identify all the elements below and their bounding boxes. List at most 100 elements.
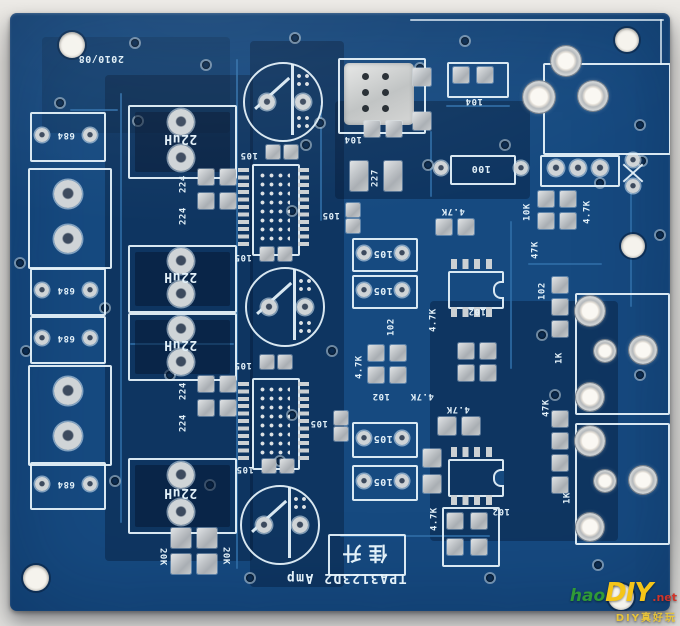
via xyxy=(424,161,432,169)
heatsink-via xyxy=(362,105,369,112)
via xyxy=(131,39,139,47)
res-4k7-label: 4.7K xyxy=(441,206,465,217)
pad xyxy=(552,455,568,471)
round-pad xyxy=(395,431,409,445)
pad xyxy=(220,169,236,185)
cap-105-label: 105 xyxy=(234,360,252,371)
edge-silk-line xyxy=(660,19,662,65)
round-pad xyxy=(54,180,82,208)
round-pad xyxy=(35,477,49,491)
via xyxy=(22,347,30,355)
res-20k-label: 20K xyxy=(220,547,231,565)
electrolytic-cap-outline xyxy=(240,485,320,565)
trace xyxy=(236,59,238,569)
round-pad xyxy=(168,349,194,375)
cap-684-outline xyxy=(30,112,106,162)
pad xyxy=(458,219,474,235)
electrolytic-cap-outline xyxy=(245,267,325,347)
watermark-net: .net xyxy=(652,591,677,604)
round-pad xyxy=(297,299,313,315)
watermark: haoDIY.net DIY真好玩 xyxy=(570,578,677,624)
mounting-hole xyxy=(621,234,645,258)
heatsink-pad-outline xyxy=(338,58,426,134)
thermal-vias xyxy=(295,114,313,132)
via xyxy=(288,207,296,215)
via xyxy=(538,331,546,339)
via xyxy=(166,371,174,379)
pad xyxy=(552,277,568,293)
pad xyxy=(552,411,568,427)
film-cap-label: 105 xyxy=(373,248,393,259)
pad xyxy=(171,554,191,574)
round-pad xyxy=(83,283,97,297)
watermark-diy: DIY xyxy=(605,578,653,608)
res-4k7-label: 4.7K xyxy=(428,308,439,332)
terminal-hole xyxy=(629,466,657,494)
pin-row xyxy=(298,382,309,462)
round-pad xyxy=(548,160,564,176)
pad xyxy=(278,247,292,261)
terminal-hole xyxy=(594,340,616,362)
res-4k7-label: 4.7K xyxy=(354,355,365,379)
pad xyxy=(278,355,292,369)
round-pad xyxy=(168,145,194,171)
maker-logo: 佳升 xyxy=(335,542,388,565)
round-pad xyxy=(54,377,82,405)
pad xyxy=(198,193,214,209)
res-10k-label: 10K xyxy=(522,203,533,221)
round-pad xyxy=(261,299,277,315)
pad xyxy=(198,400,214,416)
round-pad xyxy=(256,517,272,533)
pad xyxy=(552,477,568,493)
heatsink-via xyxy=(382,89,389,96)
two-pad-box-outline xyxy=(28,365,112,466)
res-group-outline xyxy=(442,507,500,567)
via xyxy=(202,61,210,69)
res-1k-label: 1K xyxy=(554,352,565,364)
res-4k7-label: 4.7K xyxy=(429,507,440,531)
round-pad xyxy=(168,248,194,274)
round-pad xyxy=(514,161,528,175)
film-cap-outline xyxy=(352,238,418,272)
trace xyxy=(120,93,122,523)
round-pad xyxy=(434,161,448,175)
heatsink-via xyxy=(362,73,369,80)
film-cap-label: 105 xyxy=(373,285,393,296)
electrolytic-cap-outline xyxy=(243,62,323,142)
trace xyxy=(446,105,510,107)
round-pad xyxy=(83,331,97,345)
pad xyxy=(197,554,217,574)
pad xyxy=(453,67,469,83)
via xyxy=(288,411,296,419)
pad xyxy=(552,433,568,449)
jumper-pad xyxy=(626,179,640,193)
terminal-hole xyxy=(594,470,616,492)
cap-684-outline xyxy=(30,316,106,364)
round-pad xyxy=(295,94,311,110)
round-pad xyxy=(54,225,82,253)
heatsink-via xyxy=(382,73,389,80)
logo-box xyxy=(328,534,406,576)
round-pad xyxy=(168,499,194,525)
round-pad xyxy=(357,283,371,297)
thermal-vias xyxy=(292,495,310,509)
pad xyxy=(368,345,384,361)
polarity-line xyxy=(291,64,294,135)
via xyxy=(111,477,119,485)
speaker-terminal-box xyxy=(575,423,670,545)
cap-102-label: 102 xyxy=(468,306,486,317)
thermal-vias xyxy=(295,72,313,86)
round-pad xyxy=(83,128,97,142)
pad xyxy=(390,367,406,383)
pin-row xyxy=(298,168,309,248)
pin-row xyxy=(238,382,249,462)
terminal-hole xyxy=(523,81,555,113)
two-pad-box-outline xyxy=(28,168,112,269)
cap-227-label: 227 xyxy=(370,169,381,187)
speaker-terminal-box xyxy=(575,293,670,415)
pad xyxy=(284,145,298,159)
board-title: TPA3123D2 Amp xyxy=(285,570,407,586)
inductor-label: 22uH xyxy=(163,131,198,147)
thermal-vias xyxy=(258,171,290,245)
pad xyxy=(560,191,576,207)
